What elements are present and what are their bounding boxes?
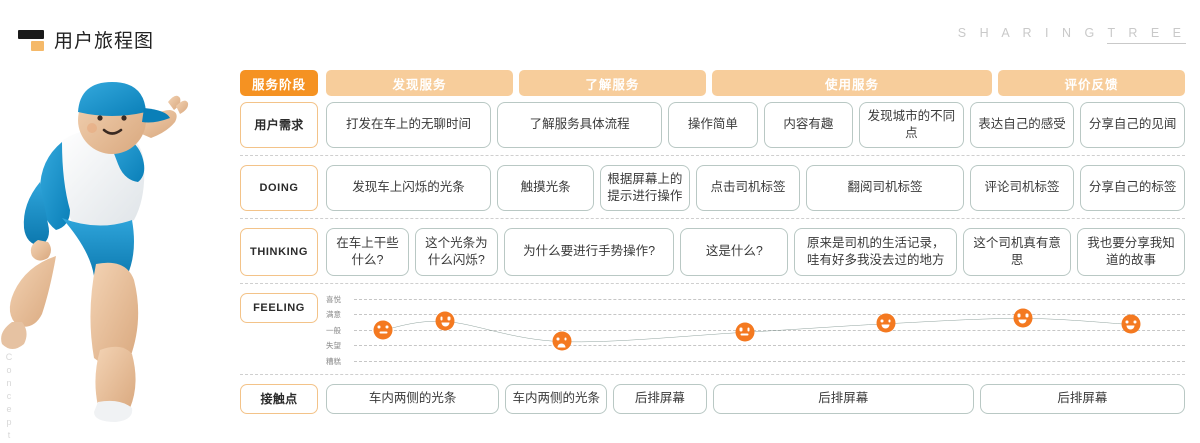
side-caption: Concept: [4, 352, 14, 443]
thinking-cell-6[interactable]: 这个司机真有意思: [963, 227, 1072, 276]
stage-row: 服务阶段 发现服务了解服务使用服务评价反馈: [240, 70, 1185, 96]
runner-illustration: [0, 50, 240, 424]
brand-tree: T R E E: [1107, 26, 1186, 44]
gridline-4: [354, 345, 1185, 346]
feeling-row: FEELING 喜悦满意一般失望糟糕: [240, 292, 1185, 367]
brand-logo: S H A R I N G T R E E: [957, 26, 1186, 44]
need-cell-7[interactable]: 分享自己的见闻: [1080, 102, 1185, 148]
document-icon: [18, 28, 46, 52]
row-label-need: 用户需求: [240, 102, 318, 148]
need-cell-2[interactable]: 了解服务具体流程: [497, 102, 663, 148]
doing-cell-2[interactable]: 触摸光条: [497, 164, 595, 211]
emotion-face-4[interactable]: [735, 322, 755, 342]
doing-cell-1[interactable]: 发现车上闪烁的光条: [326, 164, 492, 211]
row-label-thinking: THINKING: [240, 227, 318, 276]
row-label-feeling: FEELING: [240, 292, 318, 323]
emotion-face-5[interactable]: [876, 313, 896, 333]
emotion-plot: [354, 293, 1185, 367]
doing-cells: 发现车上闪烁的光条触摸光条根据屏幕上的提示进行操作点击司机标签翻阅司机标签评论司…: [326, 164, 1185, 211]
need-cell-1[interactable]: 打发在车上的无聊时间: [326, 102, 492, 148]
need-cell-6[interactable]: 表达自己的感受: [969, 102, 1075, 148]
divider: [240, 373, 1185, 375]
divider: [240, 282, 1185, 284]
doing-cell-7[interactable]: 分享自己的标签: [1080, 164, 1185, 211]
thinking-cell-3[interactable]: 为什么要进行手势操作?: [503, 227, 675, 276]
emotion-face-1[interactable]: [373, 320, 393, 339]
stage-cells: 发现服务了解服务使用服务评价反馈: [326, 70, 1185, 96]
gridline-1: [354, 298, 1185, 300]
gridline-2: [354, 314, 1185, 315]
touchpoint-cell-3[interactable]: 后排屏幕: [613, 383, 707, 414]
touchpoint-cell-5[interactable]: 后排屏幕: [979, 383, 1185, 414]
doing-cell-6[interactable]: 评论司机标签: [969, 164, 1075, 211]
touchpoint-cell-4[interactable]: 后排屏幕: [712, 383, 974, 414]
stage-header-4[interactable]: 评价反馈: [998, 70, 1185, 96]
emotion-tick-1: 喜悦: [326, 294, 341, 304]
emotion-tick-3: 一般: [326, 325, 341, 335]
emotion-face-7[interactable]: [1121, 314, 1141, 334]
doing-cell-3[interactable]: 根据屏幕上的提示进行操作: [600, 164, 690, 211]
emotion-y-axis: 喜悦满意一般失望糟糕: [326, 293, 352, 367]
need-cell-4[interactable]: 内容有趣: [763, 102, 854, 148]
row-label-stage: 服务阶段: [240, 70, 318, 96]
brand-sharing: S H A R I N G: [957, 26, 1100, 40]
emotion-face-3[interactable]: [552, 331, 572, 351]
page-title: 用户旅程图: [18, 26, 154, 53]
emotion-line: [354, 293, 1185, 367]
emotion-curve-chart: 喜悦满意一般失望糟糕: [326, 293, 1185, 367]
needs-cells: 打发在车上的无聊时间了解服务具体流程操作简单内容有趣发现城市的不同点表达自己的感…: [326, 102, 1185, 148]
touchpoint-cells: 车内两侧的光条车内两侧的光条后排屏幕后排屏幕后排屏幕: [326, 383, 1185, 414]
stage-header-2[interactable]: 了解服务: [518, 70, 706, 96]
emotion-tick-2: 满意: [326, 310, 341, 319]
emotion-tick-5: 糟糕: [326, 356, 341, 366]
touchpoint-cell-2[interactable]: 车内两侧的光条: [505, 383, 608, 414]
needs-row: 用户需求 打发在车上的无聊时间了解服务具体流程操作简单内容有趣发现城市的不同点表…: [240, 102, 1185, 148]
emotion-tick-4: 失望: [326, 341, 341, 350]
thinking-cell-7[interactable]: 我也要分享我知道的故事: [1077, 227, 1186, 276]
doing-row: DOING 发现车上闪烁的光条触摸光条根据屏幕上的提示进行操作点击司机标签翻阅司…: [240, 164, 1185, 211]
thinking-cell-1[interactable]: 在车上干些什么?: [326, 227, 409, 276]
touchpoint-row: 接触点 车内两侧的光条车内两侧的光条后排屏幕后排屏幕后排屏幕: [240, 383, 1185, 414]
doing-cell-5[interactable]: 翻阅司机标签: [806, 164, 964, 211]
journey-map: 服务阶段 发现服务了解服务使用服务评价反馈 用户需求 打发在车上的无聊时间了解服…: [240, 70, 1186, 420]
need-cell-5[interactable]: 发现城市的不同点: [859, 102, 964, 148]
need-cell-3[interactable]: 操作简单: [668, 102, 758, 148]
stage-header-3[interactable]: 使用服务: [711, 70, 993, 96]
stage-header-1[interactable]: 发现服务: [326, 70, 513, 96]
doing-cell-4[interactable]: 点击司机标签: [695, 164, 801, 211]
touchpoint-cell-1[interactable]: 车内两侧的光条: [326, 383, 500, 414]
thinking-cells: 在车上干些什么?这个光条为什么闪烁?为什么要进行手势操作?这是什么?原来是司机的…: [326, 227, 1186, 276]
divider: [240, 217, 1185, 219]
thinking-cell-5[interactable]: 原来是司机的生活记录，哇有好多我没去过的地方: [794, 227, 958, 276]
emotion-face-6[interactable]: [1013, 308, 1033, 328]
divider: [240, 154, 1185, 156]
thinking-cell-4[interactable]: 这是什么?: [680, 227, 789, 276]
emotion-face-2[interactable]: [435, 311, 455, 331]
thinking-row: THINKING 在车上干些什么?这个光条为什么闪烁?为什么要进行手势操作?这是…: [240, 227, 1186, 276]
thinking-cell-2[interactable]: 这个光条为什么闪烁?: [414, 227, 498, 276]
gridline-5: [354, 360, 1185, 362]
row-label-doing: DOING: [240, 164, 318, 211]
page-title-text: 用户旅程图: [54, 31, 155, 52]
row-label-touch: 接触点: [240, 383, 318, 414]
gridline-3: [354, 329, 1185, 331]
